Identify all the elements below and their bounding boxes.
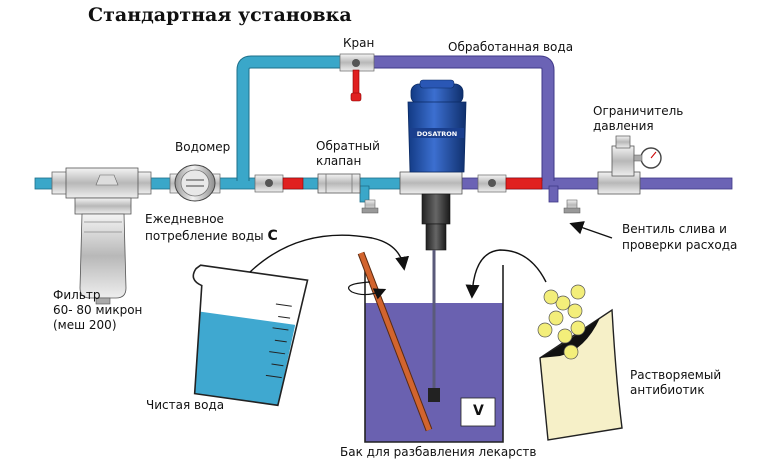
- flow-arrows: [249, 221, 613, 299]
- treated-water-pipe: [372, 55, 733, 203]
- filter-label-line1: Фильтр: [53, 288, 101, 302]
- drain-tap-right: [563, 199, 581, 214]
- bypass-valve: [339, 53, 375, 102]
- daily-consumption-label-line2: потребление воды C: [145, 229, 278, 244]
- antibiotic-label-line1: Растворяемый: [630, 368, 722, 382]
- filter-label-line2: 60- 80 микрон: [53, 303, 143, 317]
- check-valve-label-line1: Обратный: [316, 139, 380, 153]
- page-title: Стандартная установка: [88, 4, 352, 26]
- pump-brand-label: DOSATRON: [417, 130, 458, 138]
- filter-label-line3: (меш 200): [53, 318, 117, 332]
- treated-water-label: Обработанная вода: [448, 40, 574, 54]
- daily-consumption-label-line1: Ежедневное: [145, 212, 224, 226]
- drain-valve-label-line1: Вентиль слива и: [622, 222, 727, 236]
- water-meter: [169, 164, 221, 202]
- tank-label: Бак для разбавления лекарств: [340, 445, 537, 459]
- daily-consumption-symbol: C: [267, 228, 278, 244]
- tank-volume-symbol: V: [473, 403, 484, 419]
- check-valve: [317, 173, 361, 194]
- check-valve-label-line2: клапан: [316, 154, 362, 168]
- antibiotic-pills: [537, 284, 586, 360]
- suction-tube: [428, 250, 440, 402]
- pressure-limiter-label-line1: Ограничитель: [593, 104, 684, 118]
- dosatron-pump: DOSATRON: [399, 79, 467, 251]
- drain-tap-left: [361, 199, 379, 214]
- water-meter-label: Водомер: [175, 140, 231, 154]
- outlet-valve: [477, 174, 543, 193]
- clean-water-label: Чистая вода: [146, 398, 225, 412]
- drain-valve-label-line2: проверки расхода: [622, 238, 738, 252]
- inlet-valve: [254, 174, 304, 193]
- filter-unit: [51, 167, 152, 305]
- clean-water-beaker: [192, 264, 309, 407]
- stirring-rod: [348, 251, 433, 432]
- pressure-limiter-label-line2: давления: [593, 119, 654, 133]
- antibiotic-label-line2: антибиотик: [630, 383, 705, 397]
- daily-consumption-text: потребление воды: [145, 229, 264, 243]
- valve-label: Кран: [343, 36, 375, 50]
- pressure-limiter: [597, 135, 662, 195]
